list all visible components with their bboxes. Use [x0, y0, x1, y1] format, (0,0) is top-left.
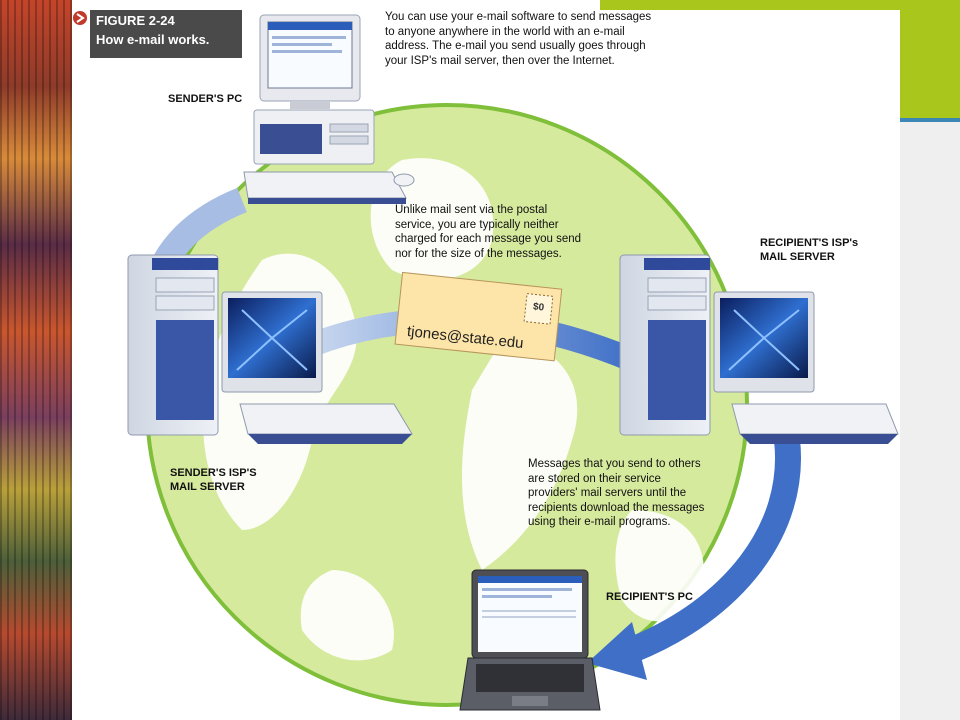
caption-line: are stored on their service — [528, 472, 661, 485]
label-recipients-isp: RECIPIENT'S ISP's MAIL SERVER — [760, 236, 858, 264]
arrow-isp-to-pc — [627, 438, 801, 663]
envelope — [394, 271, 563, 362]
slide-accent-bar — [600, 0, 960, 10]
caption-line: your ISP's mail server, then over the In… — [385, 54, 615, 67]
decorative-art-strip — [0, 0, 72, 720]
figure-number: FIGURE 2-24 — [96, 13, 175, 28]
diagram-canvas — [127, 14, 899, 711]
caption-line: charged for each message you send — [395, 233, 582, 245]
caption-line: providers' mail servers until the — [528, 487, 687, 499]
slide-accent-line — [900, 118, 960, 122]
label-line: MAIL SERVER — [760, 251, 835, 263]
caption-line: nor for the size of the messages. — [395, 247, 562, 260]
senders-isp-server-illustration — [127, 254, 413, 444]
label-senders-pc: SENDER'S PC — [168, 93, 243, 105]
stamp-value: $0 — [532, 301, 545, 314]
label-line: SENDER'S ISP'S — [170, 467, 257, 479]
stamp — [523, 293, 554, 325]
caption-line: to anyone anywhere in the world with an … — [385, 25, 625, 38]
caption-line: service, you are typically neither — [395, 218, 559, 231]
label-line: RECIPIENT'S ISP's — [760, 237, 859, 249]
caption-line: using their e-mail programs. — [528, 516, 671, 528]
label-line: MAIL SERVER — [170, 481, 245, 493]
caption-line: Unlike mail sent via the postal — [395, 204, 548, 216]
figure-marker-icon — [72, 10, 88, 26]
email-diagram: FIGURE 2-24 How e-mail works. You can us… — [72, 10, 900, 720]
caption-line: recipients download the messages — [528, 501, 705, 514]
caption-line: Messages that you send to others — [528, 458, 701, 470]
figure-title: How e-mail works. — [96, 32, 210, 47]
label-senders-isp: SENDER'S ISP'S MAIL SERVER — [170, 466, 257, 494]
figure-label: FIGURE 2-24 How e-mail works. — [90, 10, 242, 58]
caption-postal: Unlike mail sent via the postal service,… — [395, 203, 605, 261]
caption-intro: You can use your e-mail software to send… — [385, 10, 685, 68]
recipients-isp-server-illustration — [619, 254, 899, 444]
recipients-pc-illustration — [459, 569, 601, 711]
caption-line: You can use your e-mail software to send… — [385, 11, 652, 23]
slide-side-panel — [900, 122, 960, 720]
caption-line: address. The e-mail you send usually goe… — [385, 40, 646, 52]
slide-accent-block — [900, 0, 960, 120]
arrow-head — [587, 622, 647, 680]
caption-storage: Messages that you send to others are sto… — [528, 457, 748, 530]
label-recipients-pc: RECIPIENT'S PC — [606, 591, 693, 603]
senders-pc-illustration — [243, 14, 415, 204]
